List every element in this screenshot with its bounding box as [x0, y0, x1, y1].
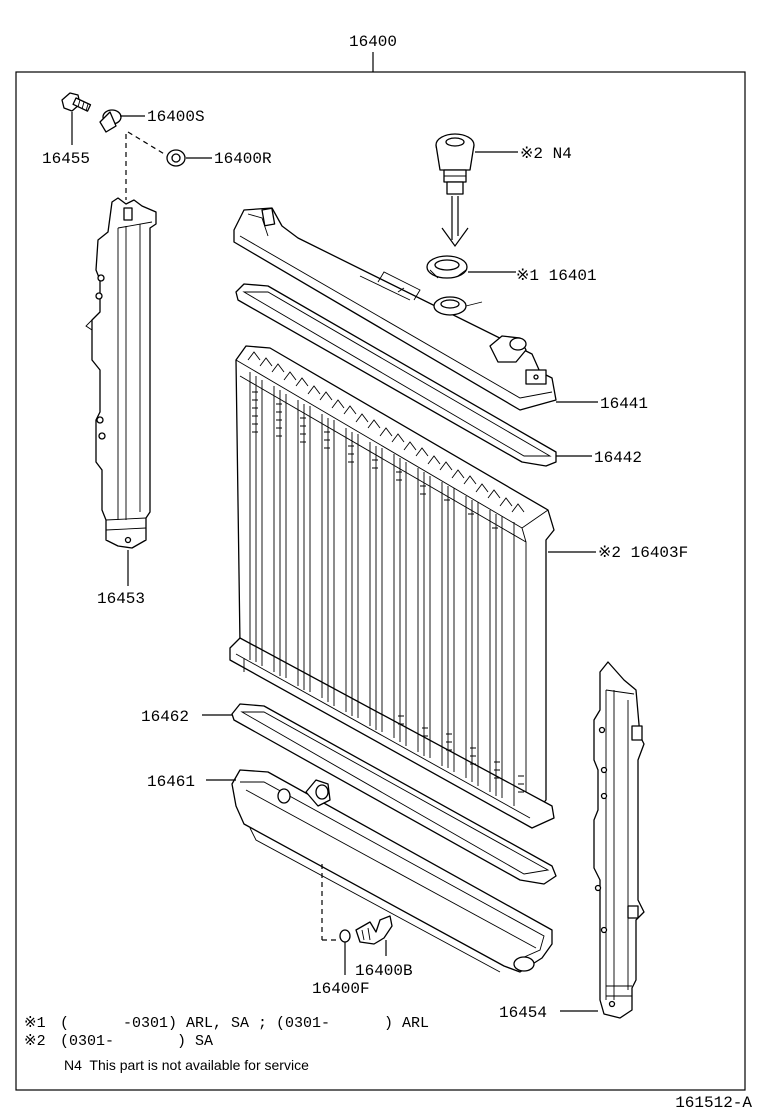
assembly-frame	[15, 71, 746, 1091]
label-16461: 16461	[147, 773, 195, 791]
note2-text: (0301- ) SA	[60, 1033, 213, 1050]
label-16400S: 16400S	[147, 108, 205, 126]
gasket-16401	[426, 255, 468, 279]
label-16400B: 16400B	[355, 962, 413, 980]
label-N4: ※2 N4	[520, 145, 572, 163]
o-ring-16400F	[339, 929, 351, 943]
diagram-id: 161512-A	[675, 1094, 752, 1112]
note2-mark: ※2	[24, 1033, 46, 1050]
note1-text: ( -0301) ARL, SA ; (0301- ) ARL	[60, 1015, 429, 1032]
label-16455: 16455	[42, 150, 90, 168]
label-16400F: 16400F	[312, 980, 370, 998]
drain-cock-16400B	[355, 915, 393, 945]
gasket-16442	[235, 283, 557, 467]
ring-16400R	[166, 149, 186, 167]
upper-tank-16441	[233, 207, 557, 411]
label-16403F: ※2 16403F	[598, 544, 688, 562]
label-16400: 16400	[349, 33, 397, 51]
label-16441: 16441	[600, 395, 648, 413]
bolt-16455	[61, 92, 92, 112]
assembly-arrow	[441, 196, 469, 248]
label-16462: 16462	[141, 708, 189, 726]
note1-mark: ※1	[24, 1015, 46, 1032]
label-16454: 16454	[499, 1004, 547, 1022]
label-16400R: 16400R	[214, 150, 272, 168]
bushing-16400S	[99, 109, 122, 133]
lower-tank-16461	[231, 769, 553, 973]
bracket-16454	[593, 661, 645, 1019]
label-16401: ※1 16401	[516, 267, 597, 285]
n4-note: N4 This part is not available for servic…	[64, 1057, 309, 1073]
radiator-core-16403F	[229, 345, 555, 829]
label-16453: 16453	[97, 590, 145, 608]
label-16442: 16442	[594, 449, 642, 467]
bracket-16453	[85, 197, 157, 549]
radiator-cap-N4	[435, 133, 475, 195]
core-tubes	[249, 372, 515, 806]
gasket-16462	[231, 703, 557, 885]
